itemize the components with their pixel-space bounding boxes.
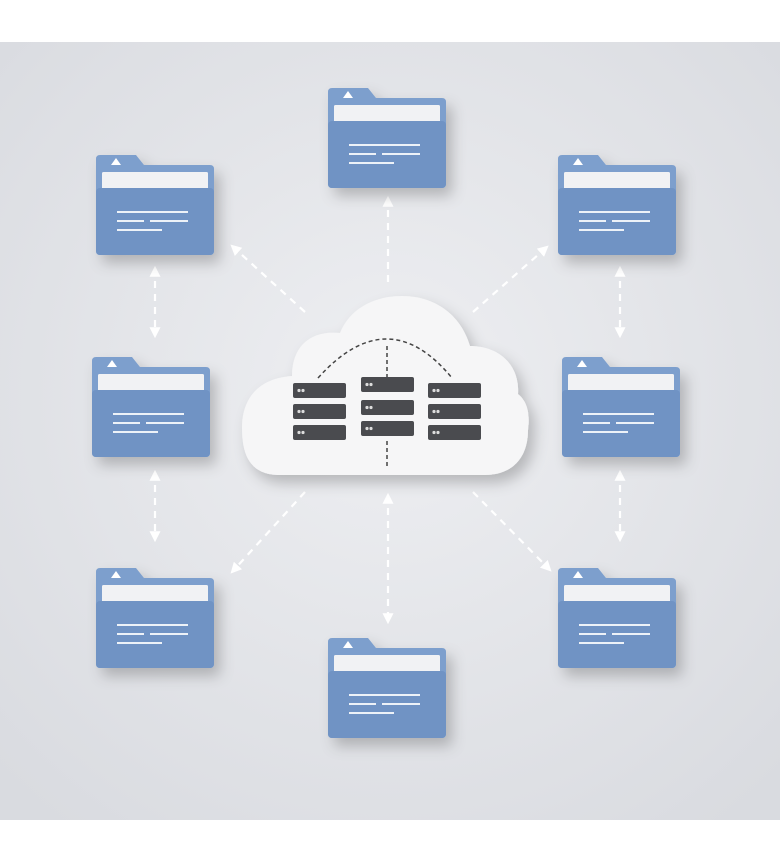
cloud-server-icon <box>242 296 529 475</box>
server-rack-icon <box>361 421 414 436</box>
dashed-arrow <box>230 491 306 574</box>
connection-arrows <box>149 195 626 625</box>
folder-icon <box>558 155 676 255</box>
folder-icon <box>96 568 214 668</box>
server-rack-icon <box>293 383 346 398</box>
server-rack-icon <box>361 400 414 415</box>
folder-icon <box>562 357 680 457</box>
folder-icon <box>328 638 446 738</box>
folder-icon <box>92 357 210 457</box>
folder-icon <box>96 155 214 255</box>
server-rack-icon <box>428 383 481 398</box>
folder-icon <box>328 88 446 188</box>
dashed-arrow <box>472 245 549 313</box>
server-rack-icon <box>293 425 346 440</box>
folders <box>92 88 680 738</box>
server-rack-icon <box>428 404 481 419</box>
dashed-arrow <box>230 244 306 313</box>
folder-icon <box>558 568 676 668</box>
dashed-arrow <box>472 491 552 572</box>
server-rack-icon <box>361 377 414 392</box>
server-rack-icon <box>293 404 346 419</box>
server-rack-icon <box>428 425 481 440</box>
